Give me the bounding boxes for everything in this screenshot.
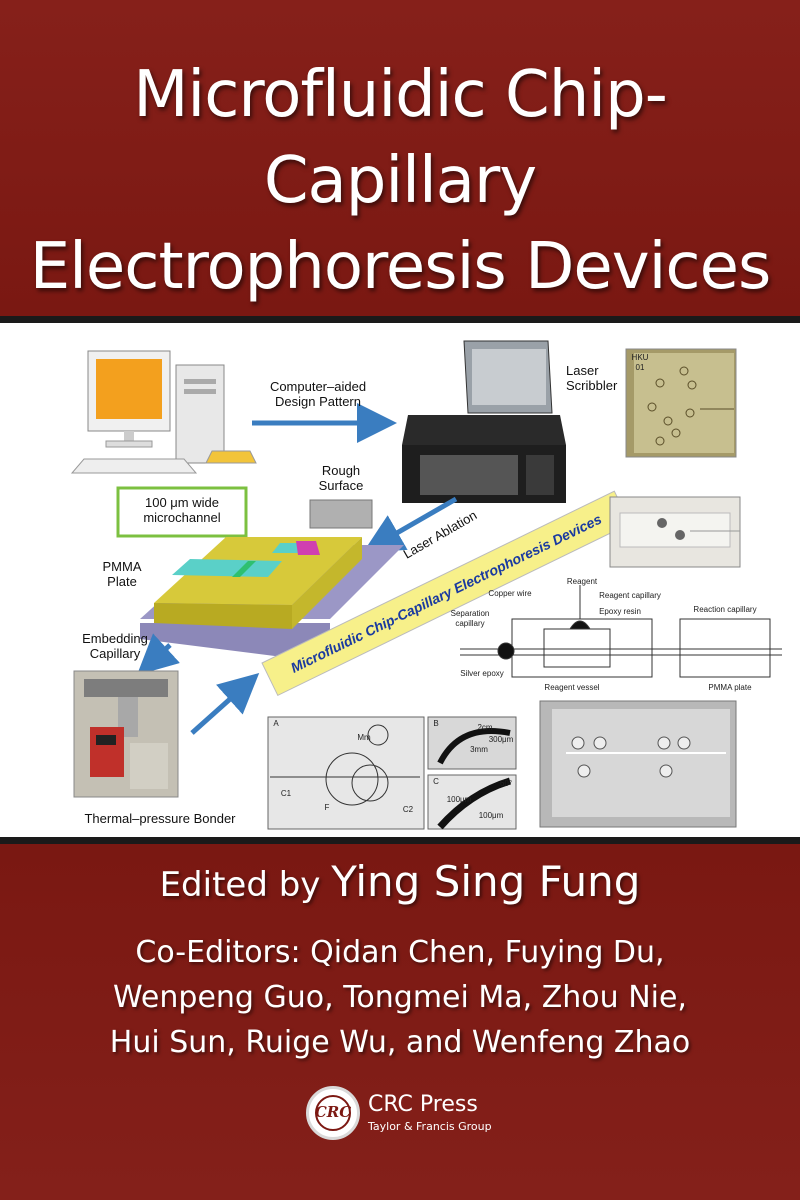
sch-reagent-vessel: Reagent vessel [544,683,600,692]
sch-reaction-capillary: Reaction capillary [693,605,757,614]
sch-separation-capillary: Separation capillary [450,609,490,628]
micro-b-scale3: 300μm [488,735,514,744]
micro-f: F [324,803,330,812]
micro-a: A [273,719,279,728]
coeditors: Co-Editors: Qidan Chen, Fuying Du, Wenpe… [20,930,780,1065]
divider-top [0,316,800,323]
sch-reagent-capillary: Reagent capillary [599,591,661,600]
schematic-diagram [460,585,782,678]
sch-reagent: Reagent [566,577,598,586]
sch-copper-wire: Copper wire [488,589,532,598]
rough-surface-image [309,499,373,529]
micro-c2: C2 [402,805,414,814]
label-bonder: Thermal–pressure Bonder [84,811,236,826]
computer-icon [70,350,257,474]
micro-c-scale1: 100μm [446,795,472,804]
micro-mm: Mm [357,733,371,742]
micro-c-scale2: 100μm [478,811,504,820]
coeditors-line-3: Hui Sun, Ruige Wu, and Wenfeng Zhao [109,1025,691,1060]
editor-name: Ying Sing Fung [331,857,641,906]
publisher-name: CRC Press [368,1092,478,1117]
title-line-3: Electrophoresis Devices [29,230,772,304]
publisher-sub: Taylor & Francis Group [368,1120,492,1133]
top-band [0,0,800,316]
edited-by-line: Edited by Ying Sing Fung [0,858,800,909]
bonder-photo [73,670,179,798]
coeditors-line-1: Co-Editors: Qidan Chen, Fuying Du, [135,935,665,970]
chip-label: HKU 01 [631,353,649,372]
figure-panel: Computer–aided Design Pattern Laser Scri… [0,323,800,837]
title-line-1: Microfluidic Chip- [133,58,668,132]
sch-pmma-plate: PMMA plate [708,683,752,692]
micro-b-scale2: 3mm [470,745,488,754]
sch-epoxy-resin: Epoxy resin [599,607,641,616]
label-pmma: PMMA Plate [102,559,142,589]
crc-logo-icon: CRC [306,1086,360,1140]
label-embedding: Embedding Capillary [82,631,148,661]
figure-illustration [70,340,782,830]
divider-bottom [0,837,800,844]
title-line-2: Capillary [263,144,537,218]
coeditors-line-2: Wenpeng Guo, Tongmei Ma, Zhou Nie, [113,980,687,1015]
micro-c: C [433,777,439,786]
book-title: Microfluidic Chip- Capillary Electrophor… [0,52,800,310]
microchannel-box [116,486,248,538]
micro-c1: C1 [280,789,292,798]
label-microchannel: 100 μm wide microchannel [143,495,221,525]
edited-prefix: Edited by [159,865,321,905]
label-cad: Computer–aided Design Pattern [269,379,367,409]
publisher-block: CRC CRC Press Taylor & Francis Group [306,1086,526,1142]
micro-c-scale3: 60° [499,779,513,788]
laser-scribbler-icon [402,340,566,503]
sch-silver-epoxy: Silver epoxy [460,669,504,678]
bottom-band [0,844,800,1200]
micrograph-a [267,716,425,830]
micro-b: B [433,719,439,728]
micro-b-scale1: 2cm [477,723,493,732]
label-laser: Laser Scribbler [566,363,618,393]
logo-text: CRC [314,1103,352,1121]
label-rough: Rough Surface [318,463,364,493]
pmma-plate-illustration [140,537,404,663]
